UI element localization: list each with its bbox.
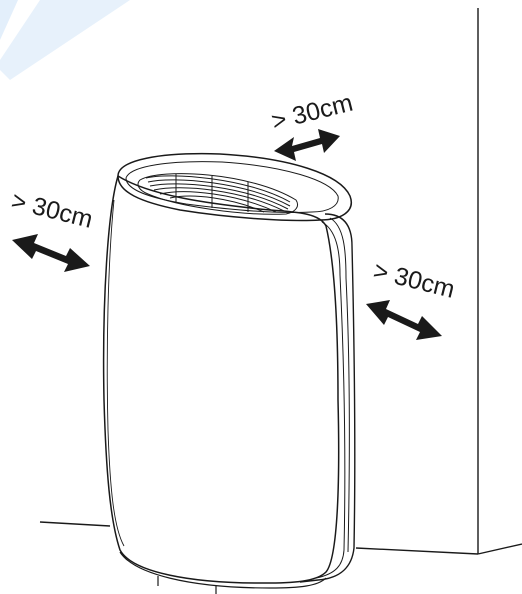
floor-line-left bbox=[39, 521, 111, 527]
double-arrow-icon-right bbox=[366, 300, 442, 340]
unit-base bbox=[119, 551, 327, 589]
clearance-arrows bbox=[12, 129, 442, 340]
unit-side-inner-2 bbox=[329, 217, 350, 553]
unit-side-inner-1 bbox=[315, 221, 346, 579]
unit-top-cap bbox=[117, 152, 352, 222]
grille-icon bbox=[137, 173, 299, 215]
unit-side-shell bbox=[299, 213, 356, 583]
clearance-right-label: > 30cm bbox=[371, 257, 458, 304]
clearance-left-label: > 30cm bbox=[9, 187, 96, 234]
unit-top-inner bbox=[125, 161, 339, 214]
unit-front-shell bbox=[102, 175, 340, 584]
clearance-top-label: > 30cm bbox=[269, 89, 356, 136]
unit-front-seam bbox=[106, 199, 125, 547]
floor-line-right bbox=[355, 547, 479, 555]
dehumidifier-icon bbox=[102, 152, 356, 594]
watermark bbox=[0, 0, 130, 80]
wall-floor-line bbox=[477, 543, 522, 555]
room-lines bbox=[39, 8, 522, 555]
double-arrow-icon-top bbox=[274, 129, 340, 161]
double-arrow-icon-left bbox=[12, 234, 90, 272]
